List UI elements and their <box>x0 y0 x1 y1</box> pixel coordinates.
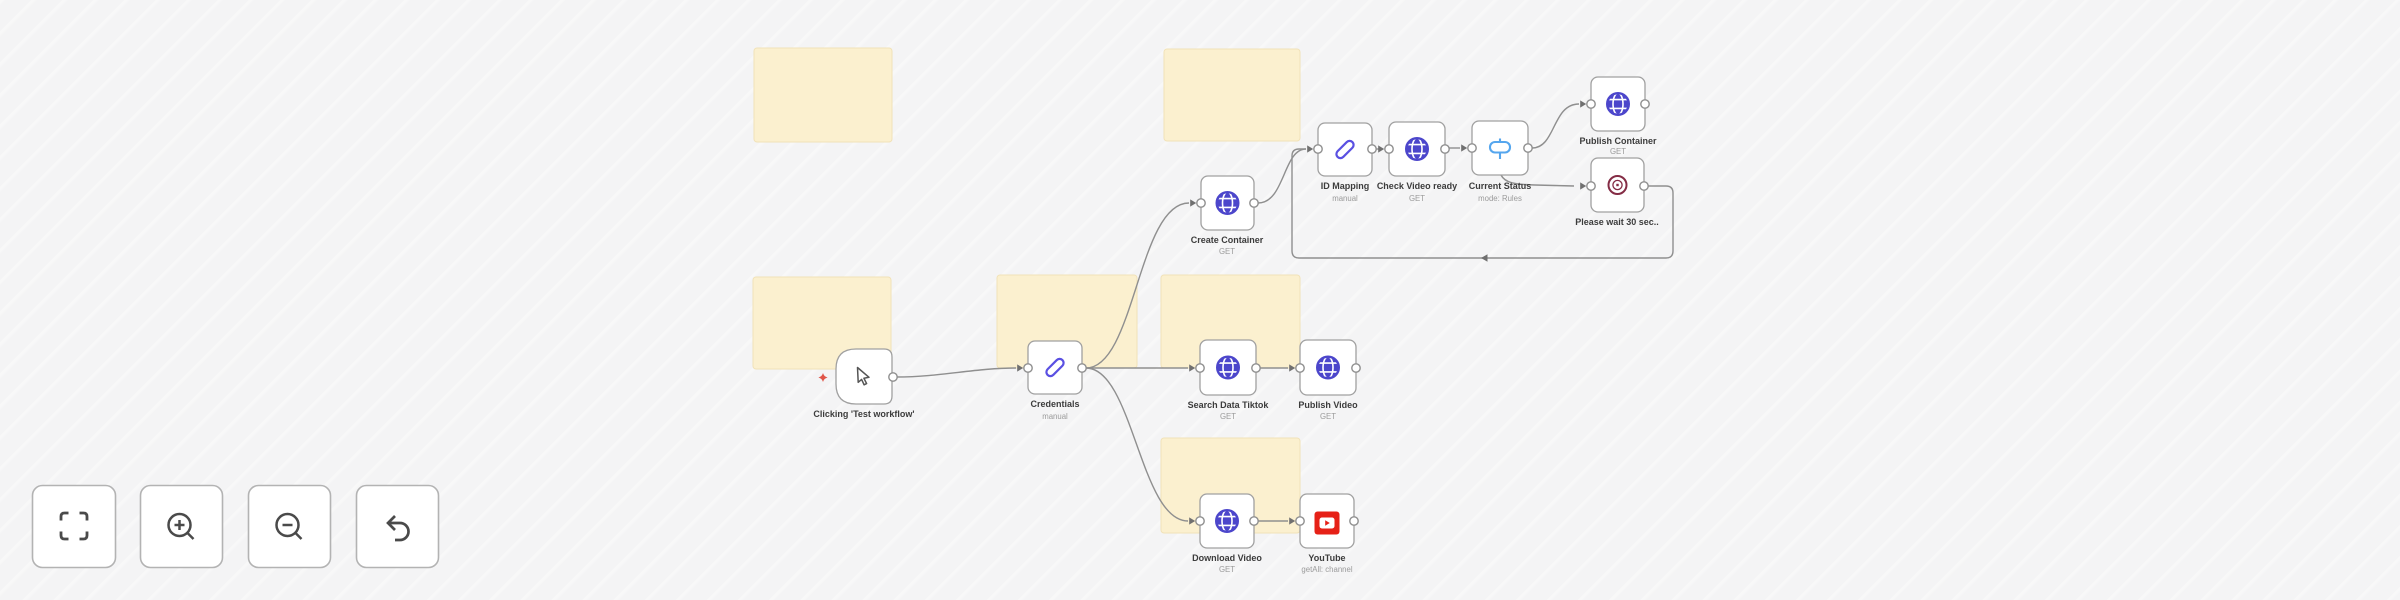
svg-text:YouTube: YouTube <box>1308 553 1345 563</box>
svg-text:manual: manual <box>1332 194 1358 203</box>
svg-text:ID Mapping: ID Mapping <box>1321 181 1370 191</box>
svg-text:Credentials: Credentials <box>1030 399 1079 409</box>
svg-text:Check Video ready: Check Video ready <box>1377 181 1457 191</box>
svg-text:GET: GET <box>1219 247 1235 256</box>
svg-text:manual: manual <box>1042 412 1068 421</box>
svg-text:Please wait 30 sec..: Please wait 30 sec.. <box>1575 217 1659 227</box>
svg-text:GET: GET <box>1219 565 1235 574</box>
svg-text:getAll: channel: getAll: channel <box>1301 565 1352 574</box>
svg-text:GET: GET <box>1320 412 1336 421</box>
svg-text:Search Data Tiktok: Search Data Tiktok <box>1188 400 1270 410</box>
svg-text:GET: GET <box>1409 194 1425 203</box>
svg-text:Clicking 'Test workflow': Clicking 'Test workflow' <box>813 409 914 419</box>
svg-text:Create Container: Create Container <box>1191 235 1264 245</box>
svg-text:Publish Video: Publish Video <box>1298 400 1358 410</box>
svg-text:Download Video: Download Video <box>1192 553 1262 563</box>
svg-text:Current Status: Current Status <box>1469 181 1532 191</box>
svg-text:GET: GET <box>1220 412 1236 421</box>
svg-text:Publish Container: Publish Container <box>1579 136 1657 146</box>
svg-text:GET: GET <box>1610 147 1626 156</box>
svg-text:mode: Rules: mode: Rules <box>1478 194 1522 203</box>
